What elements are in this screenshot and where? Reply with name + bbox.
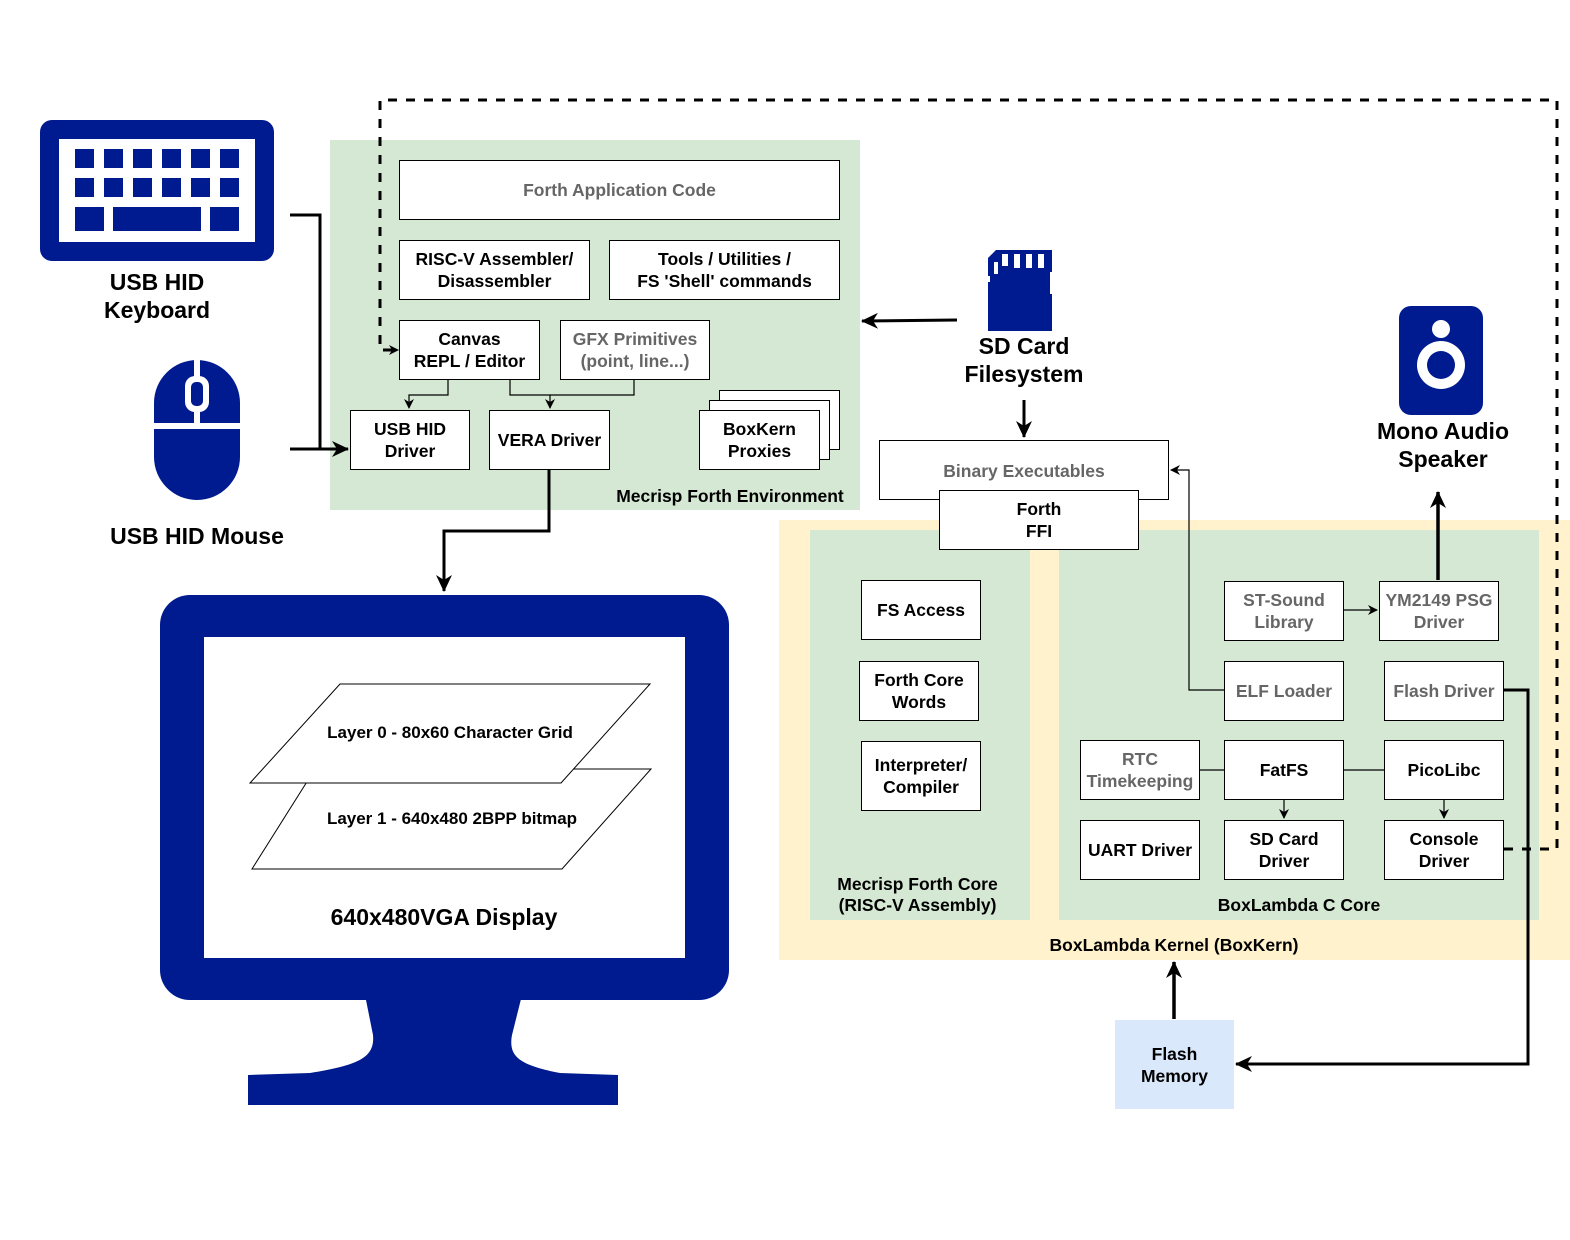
sd-card-driver-box: SD Card Driver xyxy=(1224,820,1344,880)
kernel-title: BoxLambda Kernel (BoxKern) xyxy=(1049,935,1299,955)
layer1-label: Layer 1 - 640x480 2BPP bitmap xyxy=(326,809,578,828)
mouse-icon xyxy=(154,360,240,500)
flash-memory-box: Flash Memory xyxy=(1115,1020,1234,1109)
forth-application-code-box: Forth Application Code xyxy=(399,160,840,220)
layer0-label: Layer 0 - 80x60 Character Grid xyxy=(327,723,573,742)
tools-utilities-box: Tools / Utilities / FS 'Shell' commands xyxy=(609,240,840,300)
sd-forth-link xyxy=(861,312,958,329)
canvas-repl-editor-box: Canvas REPL / Editor xyxy=(399,320,540,380)
flash-driver-box: Flash Driver xyxy=(1384,661,1504,721)
usb-hid-driver-box: USB HID Driver xyxy=(350,410,470,470)
sd-card-icon xyxy=(988,250,1052,331)
forth-environment-title: Mecrisp Forth Environment xyxy=(616,486,844,506)
forth-core-words-box: Forth Core Words xyxy=(859,661,979,721)
keyboard-label: USB HID Keyboard xyxy=(103,269,211,323)
fatfs-box: FatFS xyxy=(1224,740,1344,800)
keyboard-link xyxy=(290,213,322,449)
console-driver-box: Console Driver xyxy=(1384,820,1504,880)
display-label: 640x480VGA Display xyxy=(330,904,558,930)
uart-driver-box: UART Driver xyxy=(1080,820,1200,880)
st-sound-library-box: ST-Sound Library xyxy=(1224,581,1344,641)
c-core-title: BoxLambda C Core xyxy=(1217,895,1381,915)
boxkern-proxies-box: BoxKern Proxies xyxy=(699,410,820,470)
forth-core-title: Mecrisp Forth Core (RISC-V Assembly) xyxy=(837,874,998,915)
keyboard-icon xyxy=(40,120,274,261)
sd-card-label: SD Card Filesystem xyxy=(964,333,1084,387)
monitor-icon xyxy=(160,595,729,1105)
vera-driver-box: VERA Driver xyxy=(489,410,610,470)
picolibc-box: PicoLibc xyxy=(1384,740,1504,800)
speaker-label: Mono Audio Speaker xyxy=(1377,418,1509,472)
ym2149-psg-driver-box: YM2149 PSG Driver xyxy=(1379,581,1499,641)
mouse-label: USB HID Mouse xyxy=(110,523,284,549)
risc-v-assembler-box: RISC-V Assembler/ Disassembler xyxy=(399,240,590,300)
fs-access-box: FS Access xyxy=(861,580,981,640)
speaker-icon xyxy=(1399,306,1483,415)
gfx-primitives-box: GFX Primitives (point, line...) xyxy=(560,320,710,380)
elf-loader-box: ELF Loader xyxy=(1224,661,1344,721)
forth-ffi-box: Forth FFI xyxy=(939,490,1139,550)
interpreter-compiler-box: Interpreter/ Compiler xyxy=(861,741,981,811)
rtc-timekeeping-box: RTC Timekeeping xyxy=(1080,740,1200,800)
